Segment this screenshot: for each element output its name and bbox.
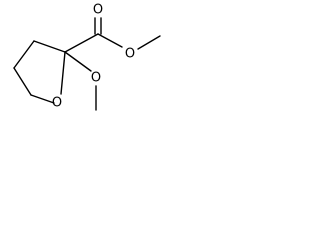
- ring-oxygen-label: O: [52, 96, 62, 111]
- bond-ester-oxygen-methyl: [137, 35, 161, 50]
- structure-diagram: O O O O: [13, 3, 161, 111]
- ring-bond-c3-c4: [13, 40, 35, 69]
- carbonyl-oxygen-label: O: [93, 3, 103, 18]
- ring-bond-c4-c5: [13, 67, 32, 96]
- ring-bond-c5-o: [30, 94, 55, 104]
- bond-c2-methoxy-oxygen: [64, 51, 92, 72]
- ring-bond-c2-c3: [33, 40, 66, 53]
- ester-oxygen-label: O: [125, 47, 135, 62]
- bond-carbonyl-ester-oxygen: [97, 33, 123, 48]
- ring-bond-o-c2: [60, 51, 66, 95]
- methoxy-oxygen-label: O: [91, 71, 101, 86]
- bond-c2-carbonyl-carbon: [64, 33, 99, 53]
